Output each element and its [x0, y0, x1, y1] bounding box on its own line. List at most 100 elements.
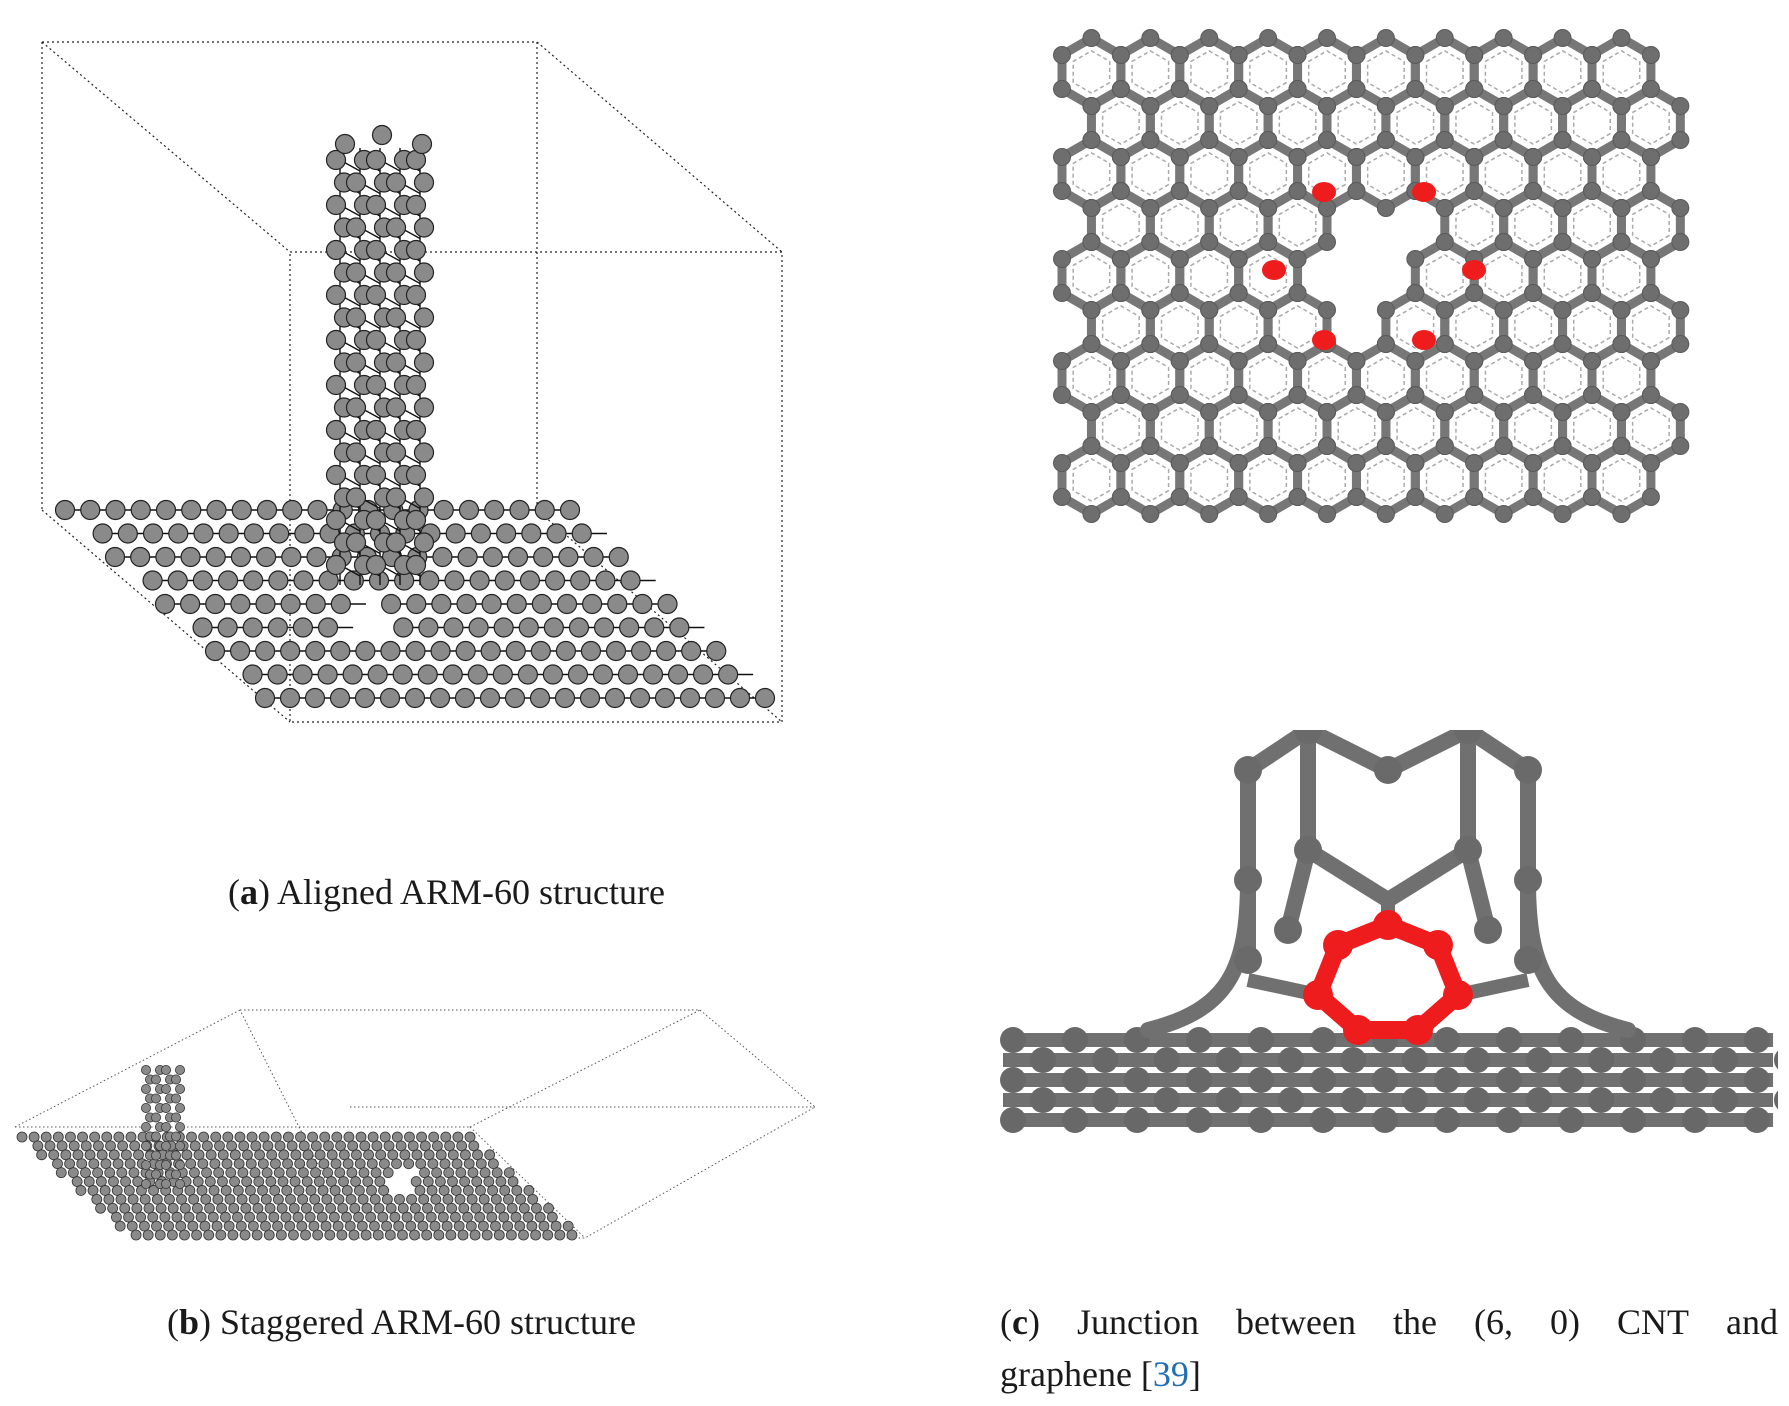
carbon-atom [298, 1167, 309, 1179]
carbon-atom [1612, 437, 1631, 455]
carbon-atom [465, 1220, 477, 1232]
carbon-atom [592, 664, 614, 685]
aromatic-ring [1278, 407, 1317, 451]
carbon-atom [248, 1193, 260, 1205]
aromatic-ring [1396, 101, 1435, 145]
carbon-atom [180, 546, 201, 568]
carbon-atom [681, 640, 702, 662]
carbon-atom [1406, 352, 1425, 370]
carbon-atom [269, 1185, 281, 1196]
highlighted-carbon-atom [1343, 1015, 1373, 1045]
citation-link[interactable]: 39 [1152, 1354, 1189, 1394]
carbon-atom [312, 1229, 324, 1241]
carbon-atom [593, 617, 615, 638]
carbon-atom [1524, 352, 1543, 370]
carbon-atom [300, 1202, 312, 1214]
carbon-atom [164, 1193, 175, 1205]
carbon-atom [429, 1220, 441, 1232]
carbon-atom [294, 523, 315, 544]
carbon-atom [325, 194, 347, 216]
carbon-atom [99, 1185, 111, 1196]
carbon-atom [456, 1140, 468, 1152]
carbon-atom [1288, 80, 1307, 98]
carbon-atom [383, 1140, 395, 1152]
carbon-atom [444, 570, 465, 591]
carbon-atom [546, 523, 567, 544]
carbon-atom [88, 1158, 100, 1170]
carbon-atom [292, 1211, 304, 1223]
carbon-atom [1062, 1027, 1088, 1053]
carbon-atom [52, 1131, 64, 1143]
carbon-atom [170, 1150, 181, 1161]
carbon-atom [1082, 335, 1101, 353]
carbon-atom [355, 640, 376, 662]
aromatic-ring [1101, 305, 1140, 349]
carbon-atom [192, 570, 213, 591]
carbon-atom [475, 1185, 486, 1196]
carbon-atom [369, 1193, 381, 1205]
carbon-atom [510, 1211, 522, 1223]
carbon-atom [107, 1202, 119, 1214]
carbon-atom [112, 1158, 124, 1170]
aromatic-ring [1131, 152, 1170, 196]
carbon-atom [1583, 250, 1602, 268]
carbon-atom [562, 1220, 574, 1232]
carbon-atom [143, 1202, 155, 1214]
carbon-atom [197, 1158, 209, 1170]
carbon-atom [387, 1149, 399, 1161]
c-c-bond [1587, 441, 1656, 519]
carbon-atom [56, 1140, 68, 1152]
carbon-atom [170, 1112, 181, 1123]
carbon-atom [285, 1193, 296, 1205]
carbon-atom [254, 1149, 265, 1161]
carbon-atom [193, 523, 214, 544]
carbon-atom [515, 1193, 526, 1205]
carbon-atom [1524, 488, 1543, 506]
carbon-atom [378, 1185, 390, 1196]
carbon-atom [413, 532, 435, 553]
simulation-box-edge [14, 1009, 241, 1128]
carbon-atom [1494, 131, 1513, 149]
carbon-atom [1141, 199, 1160, 217]
carbon-atom [405, 374, 427, 396]
carbon-atom [32, 1140, 44, 1152]
carbon-atom [1465, 46, 1484, 64]
carbon-atom [1434, 1027, 1460, 1053]
carbon-atom [704, 687, 726, 709]
aromatic-ring [1249, 458, 1288, 502]
carbon-atom [336, 1229, 348, 1241]
carbon-atom [521, 523, 542, 544]
carbon-atom [692, 664, 714, 685]
carbon-atom [345, 442, 367, 463]
carbon-atom [277, 1176, 289, 1187]
carbon-atom [511, 1185, 523, 1196]
carbon-atom [150, 1074, 161, 1085]
carbon-atom [474, 1211, 486, 1223]
carbon-atom [454, 687, 476, 709]
panel-c-caption-word: and [1726, 1302, 1778, 1342]
carbon-atom [1274, 916, 1302, 944]
carbon-atom [72, 1149, 84, 1161]
panel-a-caption-text: Aligned ARM-60 structure [277, 872, 665, 912]
carbon-atom [1229, 46, 1248, 64]
carbon-atom [453, 1220, 465, 1232]
carbon-atom [306, 1158, 318, 1170]
carbon-atom [369, 1220, 380, 1232]
carbon-atom [217, 1176, 228, 1187]
carbon-atom [1288, 250, 1307, 268]
carbon-atom [1200, 233, 1219, 251]
carbon-atom [371, 1140, 383, 1152]
carbon-atom [242, 617, 263, 638]
carbon-atom [530, 640, 551, 662]
carbon-atom [325, 419, 347, 441]
carbon-atom [1583, 454, 1602, 472]
aromatic-ring [1072, 356, 1111, 400]
carbon-atom [452, 1131, 464, 1143]
carbon-atom [1170, 352, 1189, 370]
carbon-atom [1376, 403, 1395, 421]
carbon-atom [140, 1122, 151, 1132]
panel-c-caption: (c) Junction between the (6, 0) CNT and … [1000, 1296, 1778, 1400]
carbon-atom [204, 640, 226, 662]
carbon-atom [405, 554, 427, 576]
carbon-atom [1347, 148, 1366, 166]
